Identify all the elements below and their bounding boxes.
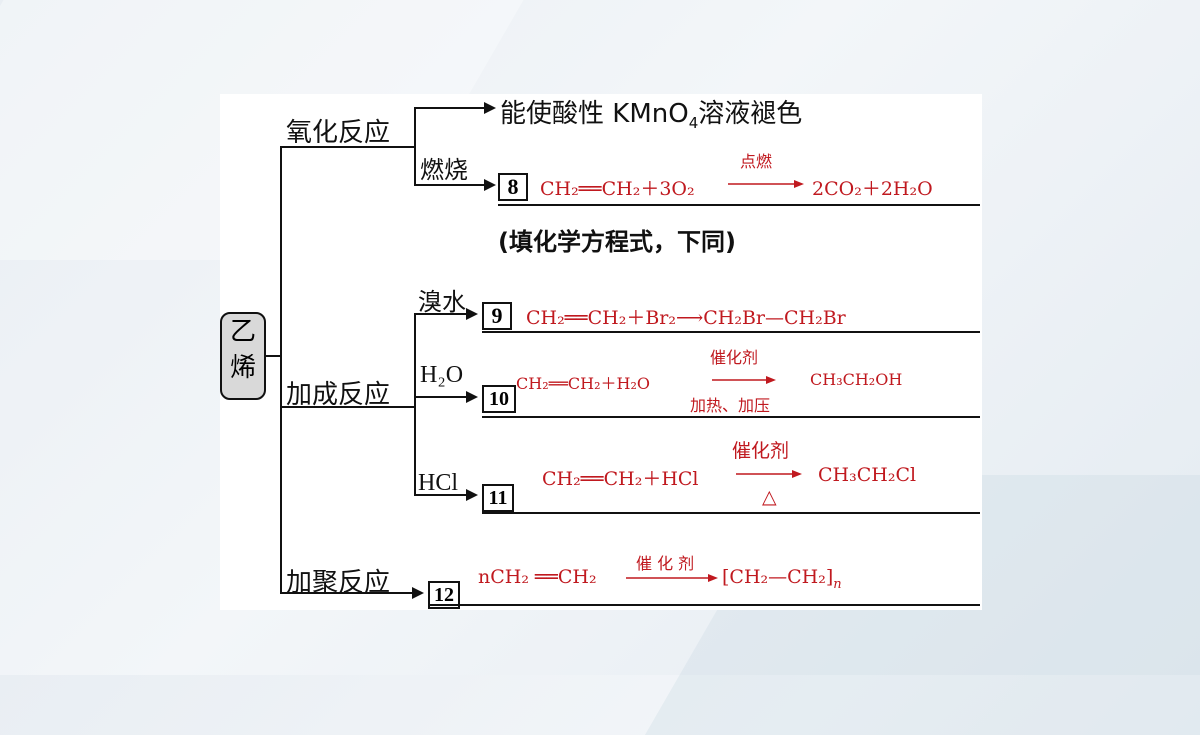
answer-underline-8 xyxy=(498,204,980,206)
oxidation-label: 氧化反应 xyxy=(286,118,391,148)
root-char-2: 烯 xyxy=(229,353,256,383)
hcl-eq-right: CH₃CH₂Cl xyxy=(818,464,917,486)
water-eq-left: CH₂══CH₂＋H₂O xyxy=(516,374,650,393)
result-text-post: 溶液褪色 xyxy=(698,99,803,129)
main-trunk xyxy=(280,146,282,593)
water-eq-right: CH₃CH₂OH xyxy=(810,370,903,389)
blank-number-11: 11 xyxy=(482,484,514,512)
arrow-head-icon xyxy=(466,489,478,501)
arrow-head-icon xyxy=(412,587,424,599)
oxidation-branch-line xyxy=(280,146,416,148)
polymer-eq-left: nCH₂ ══CH₂ xyxy=(478,566,597,588)
oxidation-result: 能使酸性 KMnO4溶液褪色 xyxy=(500,93,802,132)
addition-sub-trunk xyxy=(414,313,416,495)
reaction-arrow-icon xyxy=(736,470,802,478)
answer-underline-9 xyxy=(482,331,980,333)
polymer-n-subscript: n xyxy=(833,576,842,592)
arrow-head-icon xyxy=(484,102,496,114)
hcl-label: HCl xyxy=(418,470,459,496)
reaction-arrow-icon xyxy=(712,376,776,384)
bromine-equation: CH₂══CH₂＋Br₂⟶CH₂Br—CH₂Br xyxy=(526,307,846,329)
water-arrow-line xyxy=(414,396,468,398)
result-subscript: 4 xyxy=(688,114,699,133)
root-char-1: 乙 xyxy=(229,317,256,347)
addition-branch-line xyxy=(280,406,416,408)
arrow-head-icon xyxy=(466,391,478,403)
polymer-product: [CH₂—CH₂] xyxy=(722,566,834,588)
oxidation-sub-trunk xyxy=(414,107,416,185)
result-text-pre: 能使酸性 KMnO xyxy=(500,99,689,129)
bromine-label: 溴水 xyxy=(418,288,466,316)
oxidation-arrow-line xyxy=(414,107,488,109)
root-connector xyxy=(266,355,282,357)
reaction-arrow-icon xyxy=(728,180,804,188)
blank-number-9: 9 xyxy=(482,302,512,330)
hcl-cond-bottom: △ xyxy=(762,486,777,508)
arrow-head-icon xyxy=(466,308,478,320)
blank-number-8: 8 xyxy=(498,173,528,201)
answer-underline-12 xyxy=(428,604,980,606)
combustion-condition: 点燃 xyxy=(740,152,773,171)
reaction-arrow-icon xyxy=(626,574,718,582)
polymer-eq-right: [CH₂—CH₂]n xyxy=(722,566,842,592)
polymer-cond-top: 催 化 剂 xyxy=(636,554,695,573)
combustion-arrow-line xyxy=(414,184,488,186)
ethylene-root-node: 乙 烯 xyxy=(220,312,266,400)
arrow-head-icon xyxy=(484,179,496,191)
combustion-eq-left: CH₂══CH₂＋3O₂ xyxy=(540,178,695,200)
water-label: H₂O xyxy=(420,362,464,388)
diagram-panel xyxy=(220,94,982,610)
blank-number-10: 10 xyxy=(482,385,516,413)
answer-underline-11 xyxy=(482,512,980,514)
combustion-eq-right: 2CO₂＋2H₂O xyxy=(812,178,933,200)
hcl-cond-top: 催化剂 xyxy=(732,440,790,462)
fill-note: (填化学方程式，下同) xyxy=(498,228,736,256)
polymerization-arrow-line xyxy=(280,592,414,594)
hcl-arrow-line xyxy=(414,494,468,496)
combustion-label: 燃烧 xyxy=(420,156,468,184)
answer-underline-10 xyxy=(482,416,980,418)
addition-label: 加成反应 xyxy=(286,380,391,410)
water-cond-bottom: 加热、加压 xyxy=(690,396,771,415)
bromine-arrow-line xyxy=(414,313,468,315)
water-cond-top: 催化剂 xyxy=(710,348,759,367)
hcl-eq-left: CH₂══CH₂＋HCl xyxy=(542,468,699,490)
